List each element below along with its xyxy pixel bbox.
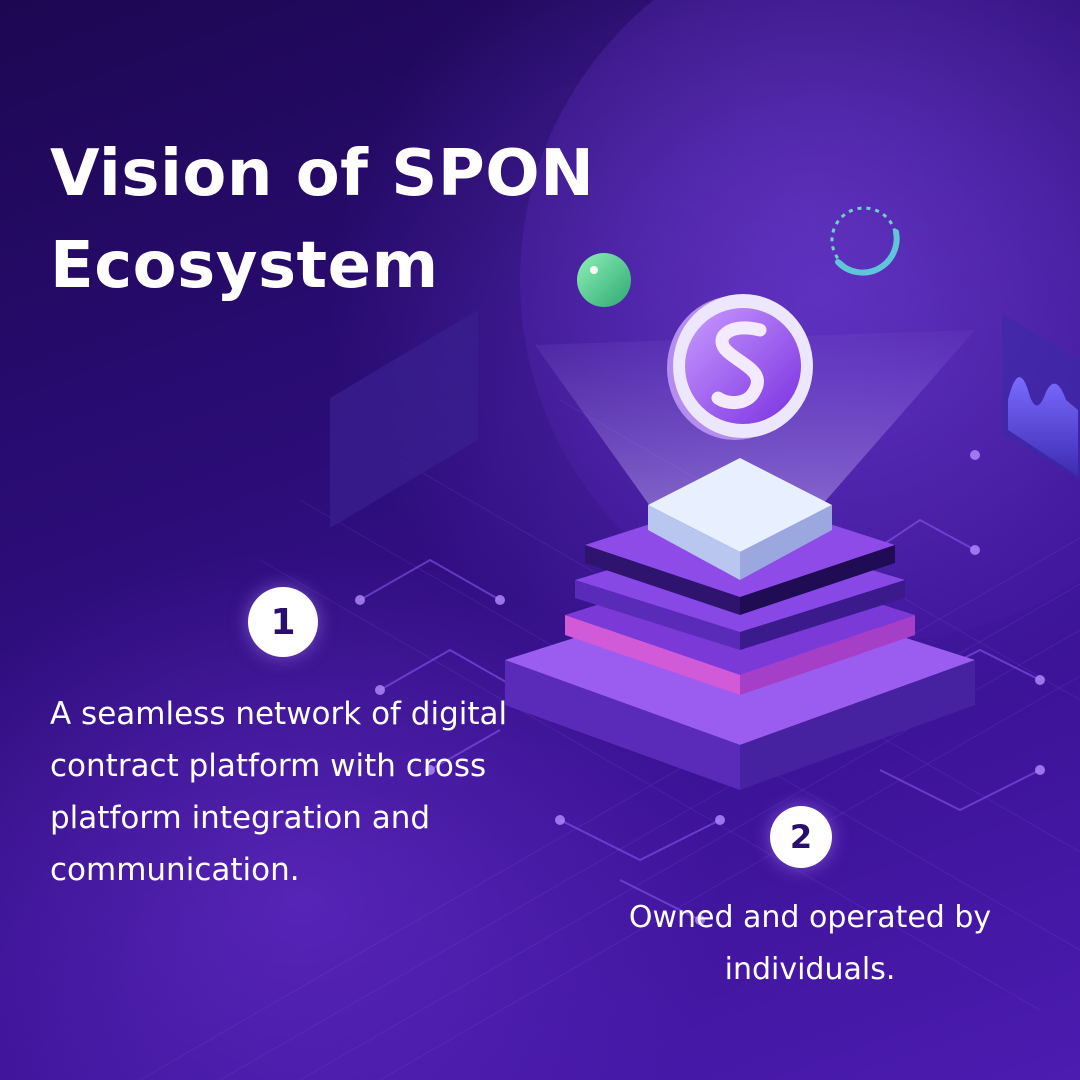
title-line-1: Vision of SPON xyxy=(50,137,595,211)
dashed-ring-icon xyxy=(830,206,900,276)
point-2-text: Owned and operated by individuals. xyxy=(628,900,992,987)
bar-chart-panel-icon xyxy=(330,310,478,528)
stacked-platform-icon xyxy=(505,458,975,790)
point-1-text: A seamless network of digital contract p… xyxy=(50,696,508,888)
number-badge-1: 1 xyxy=(248,587,318,657)
green-sphere-icon xyxy=(577,253,631,307)
spon-s-logo-icon xyxy=(667,294,813,440)
area-chart-panel-icon xyxy=(1002,314,1080,480)
number-badge-2: 2 xyxy=(770,806,832,868)
title-line-2: Ecosystem xyxy=(50,229,439,303)
circuit-lines xyxy=(359,518,1041,921)
page-title: Vision of SPON Ecosystem xyxy=(50,128,594,312)
